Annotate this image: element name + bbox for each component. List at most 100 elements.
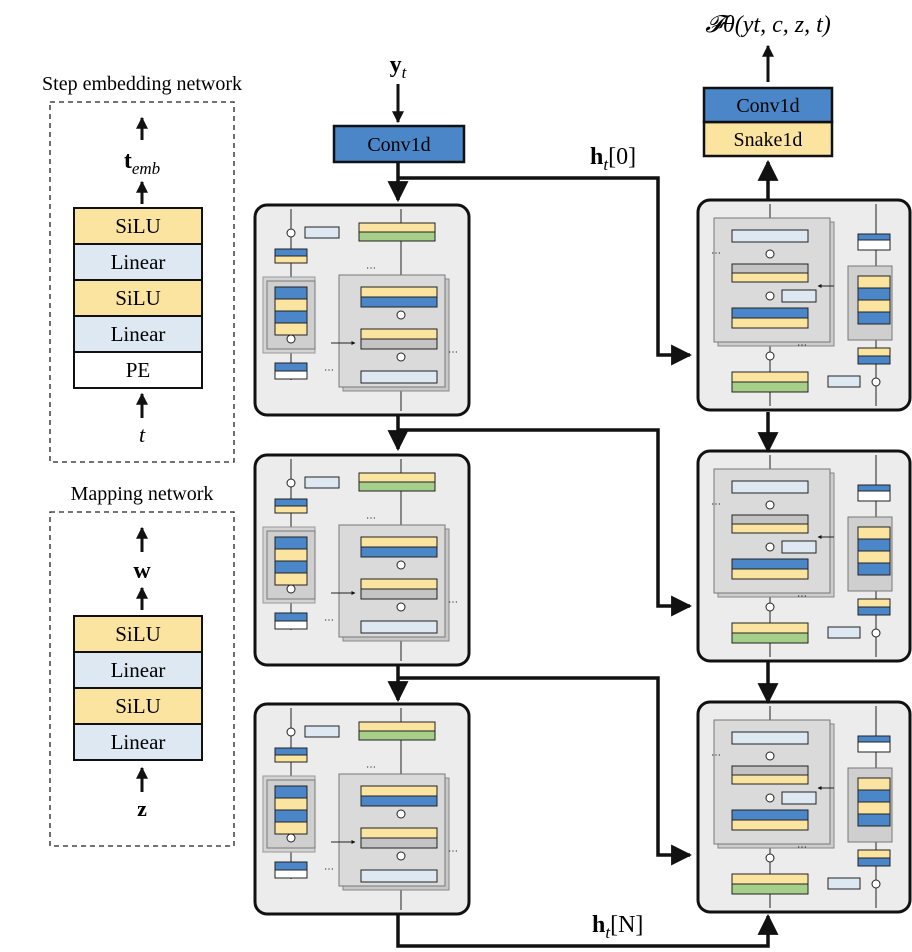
decoder-sum-node — [765, 291, 775, 301]
decoder-stack-layer — [857, 777, 891, 791]
input-label: yt — [390, 52, 408, 82]
decoder-film-top — [731, 371, 809, 383]
decoder-side-linear — [781, 791, 817, 805]
decoder-res-conv-top — [731, 263, 809, 274]
encoder-res-conv-bottom — [360, 338, 438, 350]
encoder-ellipsis: ⋯ — [324, 615, 334, 626]
encoder-film-bottom — [358, 231, 436, 242]
decoder-ellipsis: ⋯ — [711, 499, 721, 510]
skip-connection-1 — [398, 428, 693, 617]
decoder-film-bottom — [731, 883, 809, 895]
decoder-side-linear — [781, 289, 817, 303]
encoder-sum-node — [286, 833, 296, 843]
mapping-layer: SiLU — [115, 694, 161, 718]
encoder-film-top — [358, 222, 436, 233]
decoder-linear — [731, 731, 809, 745]
step-embedding-layer: SiLU — [115, 286, 161, 310]
encoder-stack-layer — [274, 560, 308, 574]
step-embedding-title: Step embedding network — [42, 73, 242, 95]
decoder-up-conv-top — [857, 233, 891, 241]
encoder-sum-node — [396, 310, 406, 320]
skip-connection-2 — [398, 676, 693, 866]
encoder-res-film-bottom — [360, 795, 438, 807]
step-embedding-network: Step embedding network temb SiLU Linear … — [42, 73, 242, 463]
conv-in-label: Conv1d — [367, 134, 430, 156]
encoder-ellipsis: ⋯ — [366, 513, 376, 524]
encoder-sum-node — [396, 560, 406, 570]
decoder-stack-layer — [857, 299, 891, 313]
skip-connections: ht[0] ht[N] — [387, 144, 779, 948]
decoder-stack-layer — [857, 550, 891, 564]
encoder-out-linear — [360, 370, 438, 384]
decoder-stack-layer — [857, 538, 891, 552]
decoder-res-conv-top — [731, 765, 809, 776]
decoder-stack-layer — [857, 526, 891, 540]
encoder-ellipsis: ⋯ — [448, 846, 458, 857]
decoder-res-film-bottom — [731, 568, 809, 580]
step-embedding-layer: Linear — [111, 322, 166, 346]
step-embedding-input-label: t — [139, 422, 146, 447]
decoder-block-1: ⋯⋯ — [696, 449, 912, 663]
encoder-down-conv-bottom — [274, 869, 308, 879]
mapping-layer-stack: SiLU Linear SiLU Linear — [73, 615, 203, 761]
decoder-linear-bottom — [827, 626, 861, 639]
decoder-stack-layer — [857, 562, 891, 576]
encoder-stack-layer — [274, 310, 308, 324]
decoder-linear-bottom — [827, 375, 861, 388]
decoder-ellipsis: ⋯ — [711, 750, 721, 761]
encoder-conv-bottom — [274, 505, 308, 514]
decoder-res-conv-bottom — [731, 523, 809, 534]
encoder-stack-layer — [274, 536, 308, 550]
step-embedding-layer: Linear — [111, 250, 166, 274]
encoder-res-film-bottom — [360, 546, 438, 558]
encoder-linear — [304, 725, 340, 738]
encoder-stack-layer — [274, 572, 308, 586]
encoder-down-conv-top — [274, 362, 308, 372]
mapping-frame — [49, 511, 235, 847]
decoder-ellipsis: ⋯ — [797, 842, 807, 853]
encoder-conv-top — [274, 248, 308, 257]
encoder-out-linear — [360, 869, 438, 883]
decoder-linear — [731, 229, 809, 243]
mapping-input-label: z — [137, 796, 147, 821]
skip-connection-last — [396, 913, 779, 948]
encoder-block-2: ⋯⋯⋯ — [253, 702, 471, 916]
decoder-column: ⋯⋯⋯⋯⋯⋯ — [696, 198, 912, 914]
encoder-ellipsis: ⋯ — [448, 597, 458, 608]
encoder-res-conv-top — [360, 328, 438, 340]
decoder-conv-bottom — [857, 606, 891, 616]
encoder-sum-node — [286, 478, 296, 488]
decoder-stack-layer — [857, 275, 891, 289]
decoder-res-film-bottom — [731, 317, 809, 329]
decoder-sum-node — [765, 853, 775, 863]
encoder-sum-node — [396, 851, 406, 861]
decoder-film-bottom — [731, 381, 809, 393]
decoder-sum-node — [765, 751, 775, 761]
encoder-stack-layer — [274, 785, 308, 799]
decoder-stack-layer — [857, 801, 891, 815]
decoder-ellipsis: ⋯ — [797, 340, 807, 351]
encoder-film-bottom — [358, 730, 436, 741]
encoder-out-linear — [360, 620, 438, 634]
encoder-res-conv-top — [360, 827, 438, 839]
decoder-sum-node — [765, 500, 775, 510]
decoder-sum-node — [765, 249, 775, 259]
encoder-linear — [304, 226, 340, 239]
encoder-film-top — [358, 721, 436, 732]
encoder-down-conv-bottom — [274, 620, 308, 630]
encoder-conv-bottom — [274, 255, 308, 264]
encoder-ellipsis: ⋯ — [366, 263, 376, 274]
decoder-sum-node — [765, 793, 775, 803]
decoder-conv-top — [857, 598, 891, 608]
decoder-side-linear — [781, 540, 817, 554]
encoder-sum-node — [396, 602, 406, 612]
encoder-ellipsis: ⋯ — [324, 365, 334, 376]
encoder-film-top — [358, 472, 436, 483]
main-input: yt Conv1d — [332, 52, 466, 203]
decoder-res-film-top — [731, 558, 809, 570]
mapping-layer: Linear — [111, 658, 166, 682]
encoder-stack-layer — [274, 809, 308, 823]
decoder-sum-node — [765, 351, 775, 361]
encoder-res-conv-top — [360, 578, 438, 590]
encoder-sum-node — [286, 584, 296, 594]
